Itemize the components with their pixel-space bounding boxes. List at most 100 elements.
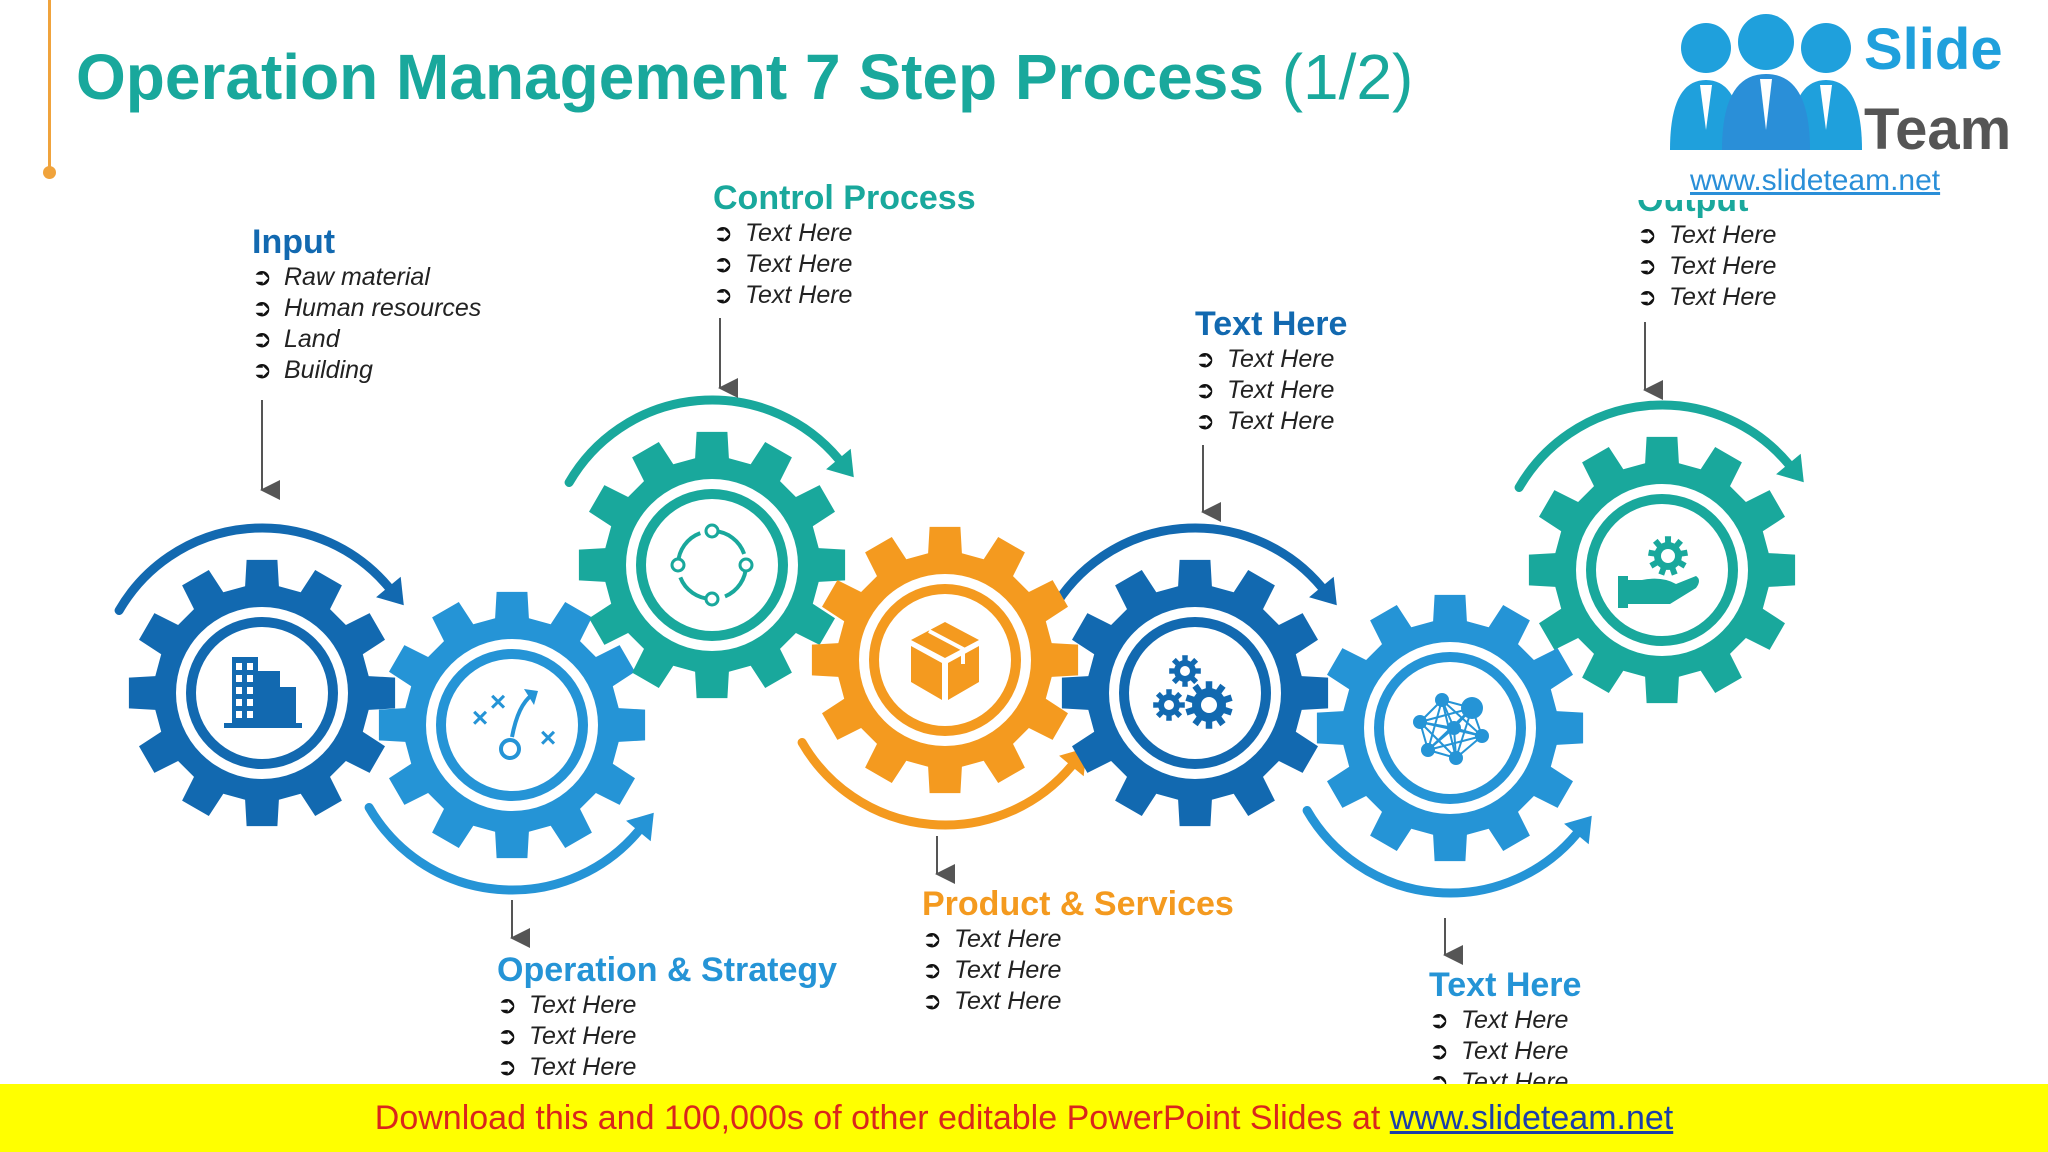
bullet-arrow-icon: ➲ — [713, 251, 734, 278]
gear-step-3 — [578, 431, 846, 699]
bullet-arrow-icon: ➲ — [713, 220, 734, 247]
step-heading: Input — [252, 223, 336, 261]
gear-step-4 — [811, 526, 1079, 794]
list-item: ➲Text Here — [713, 281, 853, 309]
bullet-arrow-icon: ➲ — [1429, 1038, 1450, 1065]
gear-step-6 — [1316, 594, 1584, 862]
rotation-arc — [797, 738, 1076, 830]
buildings-icon — [224, 657, 302, 728]
step-list: ➲Raw material ➲Human resources ➲Land ➲Bu… — [252, 262, 481, 386]
step-control-process: Control Process ➲Text Here ➲Text Here ➲T… — [713, 178, 976, 311]
bullet-arrow-icon: ➲ — [497, 992, 518, 1019]
rotation-arrowhead — [1776, 453, 1804, 483]
bullet-arrow-icon: ➲ — [1195, 408, 1216, 435]
rotation-arrowhead — [826, 448, 854, 478]
step-list: ➲Text Here ➲Text Here ➲Text Here — [922, 924, 1234, 1017]
gear-hub — [1129, 627, 1261, 759]
step-heading: Text Here — [1429, 966, 1582, 1004]
connector-arrows — [260, 318, 1663, 965]
rotation-arc — [364, 803, 643, 895]
gears-icon — [1153, 655, 1233, 729]
gear-step-5 — [1061, 559, 1329, 827]
bullet-arrow-icon: ➲ — [252, 295, 273, 322]
list-item: ➲Text Here — [497, 991, 637, 1019]
bullet-arrow-icon: ➲ — [1637, 253, 1658, 280]
cycle-icon — [670, 523, 754, 607]
svg-text:×: × — [472, 702, 488, 733]
gears: ××× — [128, 431, 1796, 862]
list-item: ➲Text Here — [922, 925, 1062, 953]
rotation-arc — [1047, 523, 1326, 615]
strategy-play-icon: ××× — [472, 686, 556, 760]
bullet-arrow-icon: ➲ — [1195, 346, 1216, 373]
page-title: Operation Management 7 Step Process (1/2… — [76, 40, 1413, 114]
gear-hub — [879, 594, 1011, 726]
banner-link[interactable]: www.slideteam.net — [1389, 1099, 1674, 1137]
step-input: Input ➲Raw material ➲Human resources ➲La… — [252, 222, 481, 386]
step-list: ➲Text Here ➲Text Here ➲Text Here — [713, 218, 976, 311]
rotation-arc — [1514, 400, 1793, 492]
list-item: ➲Text Here — [1429, 1006, 1569, 1034]
rotation-arrowhead — [626, 812, 654, 842]
banner-message: Download this and 100,000s of other edit… — [0, 1099, 2048, 1138]
package-icon — [911, 622, 979, 700]
step-product-services: Product & Services ➲Text Here ➲Text Here… — [922, 884, 1234, 1017]
bullet-arrow-icon: ➲ — [922, 926, 943, 953]
logo-url-link[interactable]: www.slideteam.net — [1690, 164, 1941, 197]
people-logo-icon — [1670, 14, 1862, 150]
step-operation-strategy: Operation & Strategy ➲Text Here ➲Text He… — [497, 950, 837, 1083]
step-heading: Control Process — [713, 179, 976, 217]
title-main: Operation Management 7 Step Process — [76, 41, 1264, 113]
list-item: ➲Text Here — [1637, 252, 1777, 280]
rotation-arrowhead — [376, 576, 404, 606]
step-list: ➲Text Here ➲Text Here ➲Text Here — [497, 990, 837, 1083]
rotation-arrowhead — [1309, 576, 1337, 606]
banner-text: Download this and 100,000s of other edit… — [374, 1099, 1381, 1137]
list-item: ➲Text Here — [1195, 407, 1335, 435]
svg-text:×: × — [490, 686, 506, 717]
bullet-arrow-icon: ➲ — [252, 357, 273, 384]
step-text-here-6: Text Here ➲Text Here ➲Text Here ➲Text He… — [1429, 965, 1581, 1098]
list-item: ➲Human resources — [252, 294, 482, 322]
bullet-arrow-icon: ➲ — [497, 1023, 518, 1050]
bullet-arrow-icon: ➲ — [922, 957, 943, 984]
hand-gear-icon — [1618, 536, 1699, 608]
bullet-arrow-icon: ➲ — [1429, 1007, 1450, 1034]
rotation-arrowhead — [1564, 815, 1592, 845]
download-banner: Download this and 100,000s of other edit… — [0, 1084, 2048, 1152]
bullet-arrow-icon: ➲ — [252, 264, 273, 291]
list-item: ➲Text Here — [1637, 283, 1777, 311]
rotation-arc — [564, 395, 843, 487]
step-list: ➲Text Here ➲Text Here ➲Text Here — [1637, 220, 1776, 313]
list-item: ➲Text Here — [1195, 376, 1335, 404]
gear-step-2: ××× — [378, 591, 646, 859]
step-heading: Text Here — [1195, 305, 1348, 343]
gear-step-1 — [128, 559, 396, 827]
list-item: ➲Text Here — [922, 956, 1062, 984]
list-item: ➲Text Here — [1195, 345, 1335, 373]
gear-step-7 — [1528, 436, 1796, 704]
bullet-arrow-icon: ➲ — [922, 988, 943, 1015]
network-icon — [1413, 693, 1489, 765]
list-item: ➲Raw material — [252, 263, 430, 291]
list-item: ➲Building — [252, 356, 373, 384]
list-item: ➲Text Here — [922, 987, 1062, 1015]
list-item: ➲Land — [252, 325, 340, 353]
gear-hub — [646, 499, 778, 631]
bullet-arrow-icon: ➲ — [1195, 377, 1216, 404]
step-heading: Product & Services — [922, 885, 1234, 923]
step-text-here-5: Text Here ➲Text Here ➲Text Here ➲Text He… — [1195, 304, 1347, 437]
rotation-arrows — [114, 395, 1804, 898]
bullet-arrow-icon: ➲ — [713, 282, 734, 309]
slideteam-logo: Slide Team www.slideteam.net — [1636, 0, 2048, 200]
title-suffix: (1/2) — [1281, 41, 1414, 113]
logo-slide-text: Slide — [1864, 17, 2003, 82]
bullet-arrow-icon: ➲ — [1637, 284, 1658, 311]
rotation-arc — [114, 523, 393, 615]
step-list: ➲Text Here ➲Text Here ➲Text Here — [1195, 344, 1347, 437]
bullet-arrow-icon: ➲ — [1637, 222, 1658, 249]
accent-dot — [43, 166, 56, 179]
list-item: ➲Text Here — [497, 1053, 637, 1081]
